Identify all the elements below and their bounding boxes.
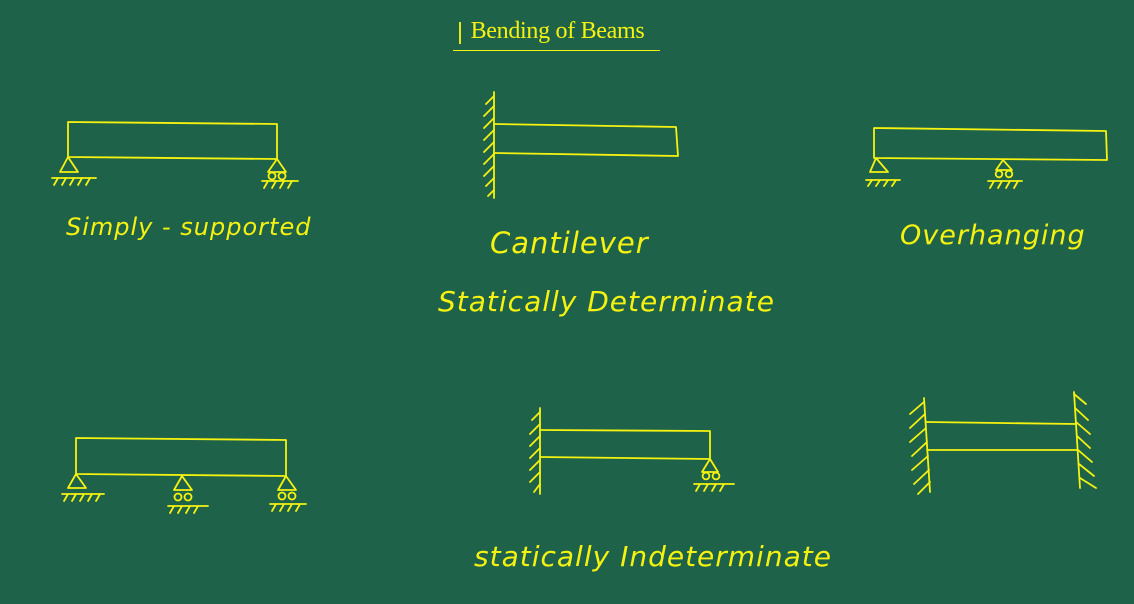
- label-statically-determinate: Statically Determinate: [438, 285, 775, 318]
- label-statically-indeterminate: statically Indeterminate: [474, 540, 832, 573]
- pin-support: [59, 156, 79, 173]
- label-overhanging: Overhanging: [900, 220, 1086, 251]
- label-simply-supported: Simply - supported: [66, 213, 312, 241]
- simply-supported-beam: [51, 121, 299, 189]
- roller-support: [267, 158, 287, 173]
- propped-cantilever-beam: [529, 407, 735, 495]
- fixed-fixed-beam: [909, 391, 1097, 495]
- continuous-beam: [61, 437, 307, 514]
- overhanging-beam: [865, 127, 1108, 189]
- label-cantilever: Cantilever: [490, 226, 649, 260]
- title-underline: [453, 50, 660, 51]
- cantilever-beam: [483, 91, 679, 199]
- text-cursor: [459, 22, 461, 44]
- page-title: Bending of Beams: [470, 18, 645, 44]
